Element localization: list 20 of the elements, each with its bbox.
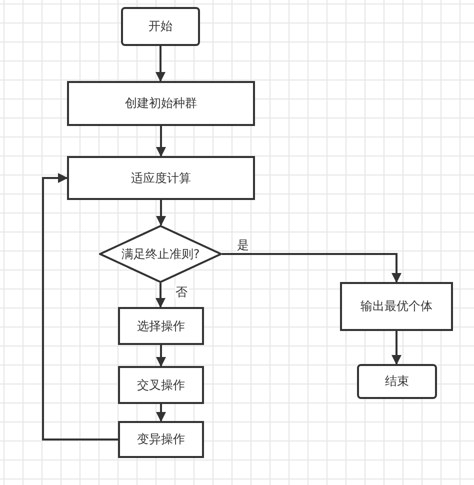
arrow [42, 173, 118, 440]
arrow [222, 253, 402, 283]
process-box: 变异操作 [118, 421, 204, 458]
arrow [156, 200, 166, 226]
arrow [156, 126, 166, 157]
arrow [156, 404, 166, 422]
edge-label: 否 [174, 285, 188, 299]
process-box: 创建初始种群 [67, 81, 255, 126]
edge-label: 是 [236, 238, 250, 252]
decision-diamond: 满足终止准则? [99, 225, 222, 283]
process-box: 输出最优个体 [340, 282, 453, 331]
arrow [156, 283, 166, 308]
process-box: 选择操作 [118, 307, 204, 345]
arrow [156, 345, 166, 367]
start-box: 开始 [121, 7, 200, 46]
arrow [156, 46, 166, 82]
arrow [392, 331, 402, 365]
end-box: 结束 [357, 364, 437, 399]
process-box: 交叉操作 [118, 366, 204, 404]
process-box: 适应度计算 [67, 156, 255, 200]
